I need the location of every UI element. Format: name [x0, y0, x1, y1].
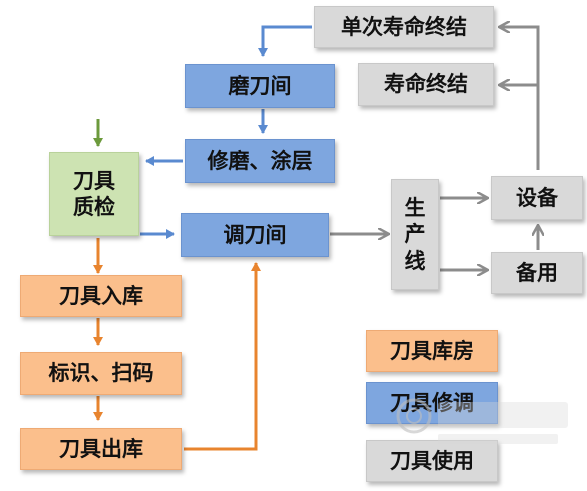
legend-tool-warehouse-label: 刀具库房 [390, 338, 474, 363]
node-label-scan: 标识、扫码 [20, 352, 182, 395]
node-tool-qc-label-2: 质检 [73, 195, 115, 219]
node-single-life-end: 单次寿命终结 [314, 6, 494, 48]
node-grinding-room: 磨刀间 [185, 64, 335, 108]
node-regrind-coating-label: 修磨、涂层 [207, 148, 313, 173]
node-equipment: 设备 [491, 176, 583, 220]
node-tool-qc-label-1: 刀具 [73, 168, 115, 193]
node-tool-adjust-room: 调刀间 [181, 213, 329, 257]
node-production-line-char-2: 产 [404, 222, 426, 247]
arrow-equipment-to-single-life-end [500, 27, 540, 85]
node-spare: 备用 [491, 252, 583, 294]
node-equipment-label: 设备 [516, 185, 558, 210]
node-tool-storage-in: 刀具入库 [20, 275, 182, 317]
legend-tool-usage: 刀具使用 [366, 440, 498, 482]
node-tool-storage-in-label: 刀具入库 [59, 283, 143, 308]
node-production-line-char-1: 生 [404, 196, 426, 221]
legend-tool-repair-adjust-label: 刀具修调 [390, 390, 474, 415]
node-tool-storage-out-label: 刀具出库 [59, 436, 143, 461]
arrow-storage-out-to-adjust [184, 262, 261, 451]
node-life-end-label: 寿命终结 [384, 72, 468, 97]
node-grinding-room-label: 磨刀间 [228, 73, 292, 98]
node-single-life-end-label: 单次寿命终结 [341, 14, 467, 39]
node-tool-storage-out: 刀具出库 [20, 428, 182, 470]
node-spare-label: 备用 [516, 260, 558, 285]
arrow-equipment-to-life-end [500, 85, 540, 170]
node-label-scan-label: 标识、扫码 [48, 361, 154, 386]
legend-tool-usage-label: 刀具使用 [390, 448, 474, 473]
node-regrind-coating: 修磨、涂层 [185, 139, 335, 183]
arrow-single-life-end-to-grinding [258, 25, 312, 57]
legend-tool-warehouse: 刀具库房 [366, 330, 498, 372]
node-tool-adjust-room-label: 调刀间 [223, 222, 287, 247]
legend-tool-repair-adjust: 刀具修调 [366, 382, 498, 424]
node-production-line-char-3: 线 [404, 248, 426, 273]
node-life-end: 寿命终结 [358, 63, 494, 106]
node-production-line: 生 产 线 [391, 179, 439, 290]
node-tool-qc: 刀具 质检 [49, 152, 139, 236]
